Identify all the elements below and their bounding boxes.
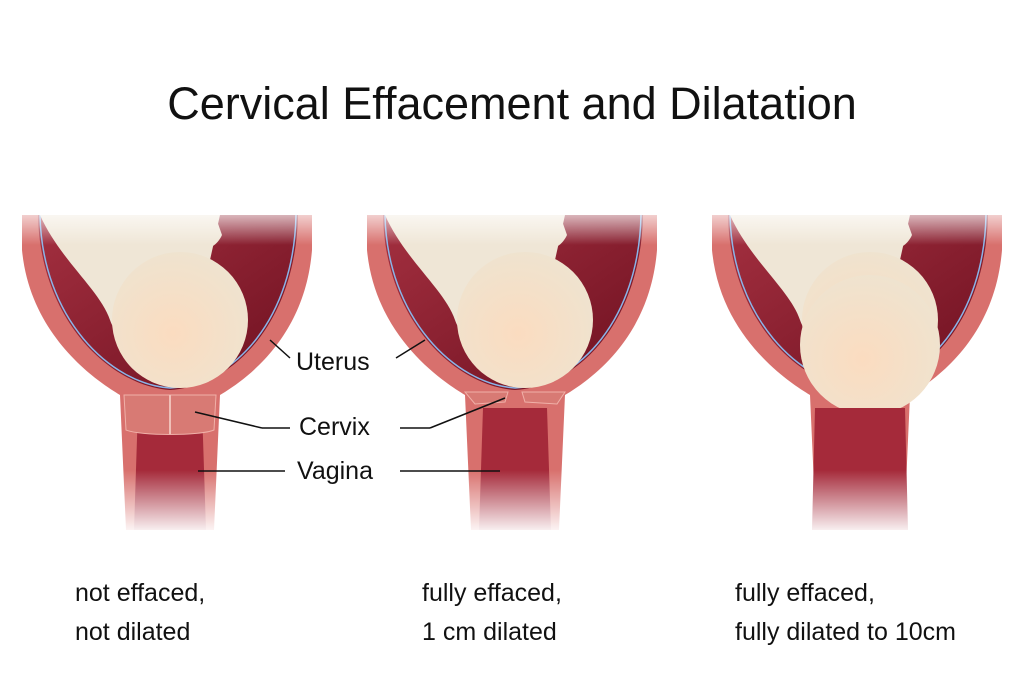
panel-effaced-1cm (366, 214, 658, 531)
caption-panel-1: not effaced, not dilated (75, 574, 205, 652)
caption-line: fully dilated to 10cm (735, 618, 956, 646)
cervix-effaced (463, 391, 566, 405)
label-uterus: Uterus (296, 348, 370, 376)
caption-line: fully effaced, (422, 579, 562, 607)
leader-lines (194, 339, 506, 472)
diagram-title: Cervical Effacement and Dilatation (167, 78, 857, 129)
caption-line: fully effaced, (735, 579, 875, 607)
caption-line: 1 cm dilated (422, 618, 557, 646)
caption-line: not effaced, (75, 579, 206, 607)
caption-line: not dilated (75, 618, 191, 646)
panel-not-effaced (21, 214, 313, 531)
label-vagina: Vagina (297, 457, 373, 485)
caption-panel-3: fully effaced, fully dilated to 10cm (735, 574, 956, 652)
caption-panel-2: fully effaced, 1 cm dilated (422, 574, 562, 652)
label-cervix: Cervix (299, 413, 370, 441)
